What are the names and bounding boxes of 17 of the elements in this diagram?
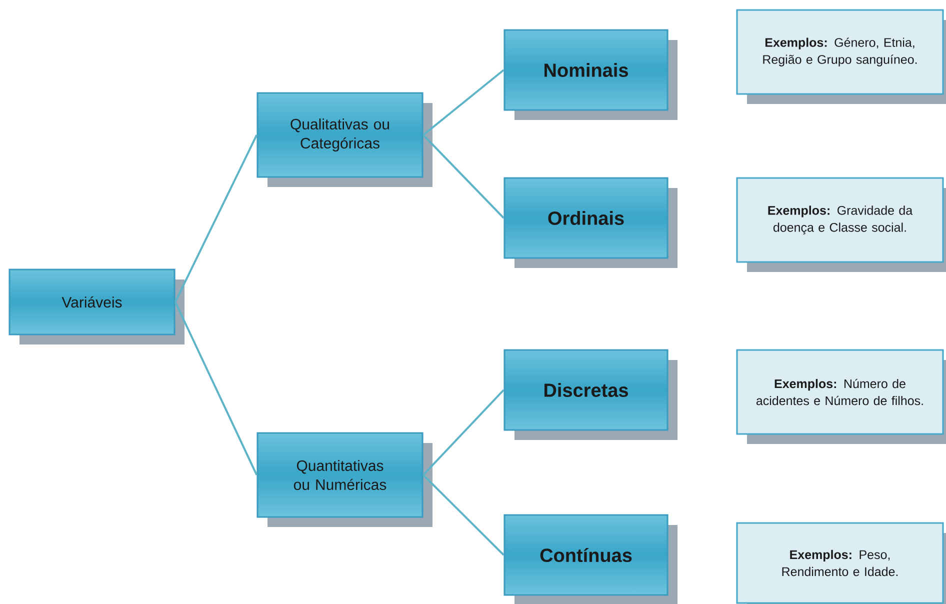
category-box: Quantitativas ou Numéricas: [256, 432, 432, 527]
connector-line: [422, 389, 504, 476]
category-box: Qualitativas ou Categóricas: [256, 92, 432, 187]
example-box: Exemplos: Peso, Rendimento e Idade.: [736, 522, 946, 604]
type-box: Ordinais: [504, 177, 678, 268]
type-box: Contínuas: [504, 514, 678, 604]
example-box: Exemplos: Gravidade da doença e Classe social.: [736, 177, 946, 272]
connector-line: [174, 302, 258, 476]
connector-line: [174, 134, 258, 302]
type-box: Discretas: [504, 349, 678, 440]
connector-line: [422, 69, 504, 136]
example-box: Exemplos: Género, Etnia, Região e Grupo sanguíneo.: [736, 9, 946, 104]
connector-line: [422, 474, 504, 556]
category-box: Variáveis: [8, 268, 184, 344]
connector-line: [422, 134, 504, 219]
type-box: Nominais: [504, 29, 678, 120]
example-box: Exemplos: Número de acidentes e Número de filhos.: [736, 349, 946, 444]
